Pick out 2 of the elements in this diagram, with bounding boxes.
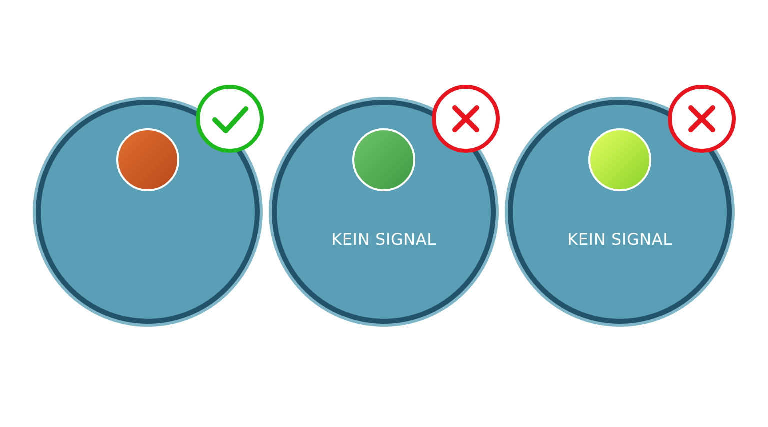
status-text: KEIN SIGNAL bbox=[566, 230, 674, 249]
status-text: KEIN SIGNAL bbox=[330, 230, 438, 249]
